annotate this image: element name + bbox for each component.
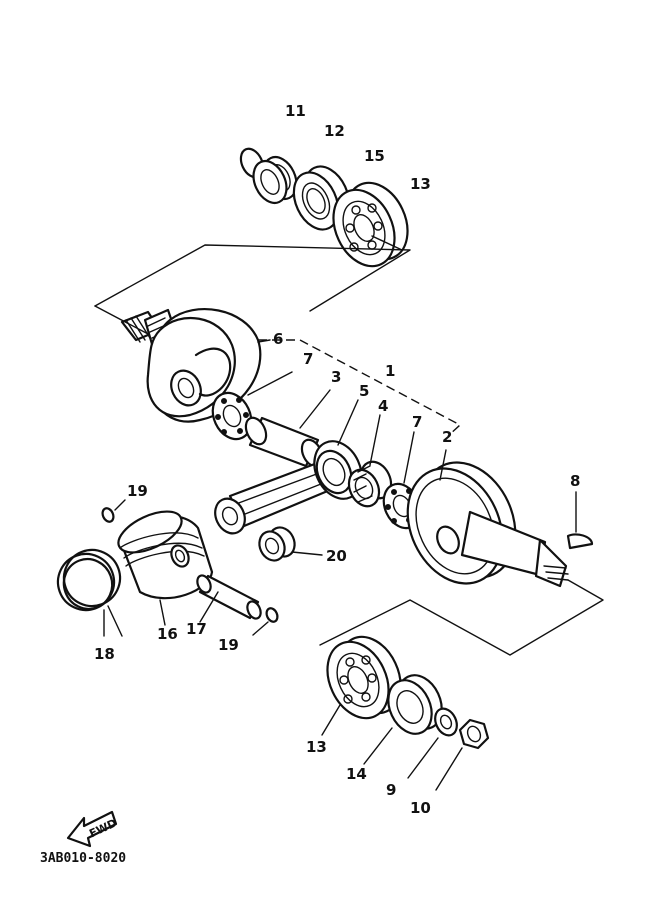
label-15: 15 xyxy=(364,147,385,165)
part-12-oil-seal xyxy=(252,155,298,205)
part-3-crank-pin xyxy=(244,389,331,468)
part-14-oil-seal xyxy=(363,674,443,765)
bracket-lower xyxy=(319,579,604,656)
part-7-washer-left xyxy=(211,371,293,441)
part-17-piston-pin xyxy=(196,574,262,623)
part-10-nut xyxy=(435,718,490,791)
part-5-connecting-rod xyxy=(214,399,363,535)
label-17: 17 xyxy=(186,620,207,638)
part-6-crank-half-left xyxy=(120,307,271,423)
label-8: 8 xyxy=(570,472,580,490)
part-19-circlip-lower xyxy=(252,607,279,636)
label-9: 9 xyxy=(386,781,396,799)
label-13-lower: 13 xyxy=(306,738,327,756)
label-13-upper: 13 xyxy=(410,175,431,193)
label-3: 3 xyxy=(331,368,341,386)
part-16-piston xyxy=(117,510,214,626)
label-5: 5 xyxy=(359,382,369,400)
label-6: 6 xyxy=(273,330,283,348)
part-13-bearing-upper xyxy=(332,181,409,268)
label-19-upper: 19 xyxy=(127,482,148,500)
label-2: 2 xyxy=(442,428,452,446)
label-14: 14 xyxy=(346,765,367,783)
part-20-small-end-bearing xyxy=(258,526,323,562)
label-19-lower: 19 xyxy=(218,636,239,654)
bracket-upper xyxy=(94,244,411,336)
label-18: 18 xyxy=(94,645,115,663)
part-4-needle-bearing xyxy=(347,414,393,508)
part-8-woodruff-key xyxy=(566,491,594,550)
part-2-crank-half-right xyxy=(406,449,569,588)
label-16: 16 xyxy=(157,625,178,643)
label-7-right: 7 xyxy=(412,413,422,431)
diagram-code: 3AB010-8020 xyxy=(40,851,126,866)
label-10: 10 xyxy=(410,799,431,817)
part-13-bearing-lower xyxy=(321,635,402,736)
label-12: 12 xyxy=(324,122,345,140)
bracket-assembly-1 xyxy=(258,339,462,437)
part-19-circlip-upper xyxy=(101,499,126,523)
label-4: 4 xyxy=(378,397,388,415)
label-1: 1 xyxy=(385,362,395,380)
part-9-washer xyxy=(407,707,458,779)
label-7-left: 7 xyxy=(303,350,313,368)
label-20: 20 xyxy=(326,547,347,565)
fwd-arrow-icon: FWD xyxy=(66,810,119,848)
label-11: 11 xyxy=(285,102,306,120)
part-18-piston-rings xyxy=(56,548,123,637)
